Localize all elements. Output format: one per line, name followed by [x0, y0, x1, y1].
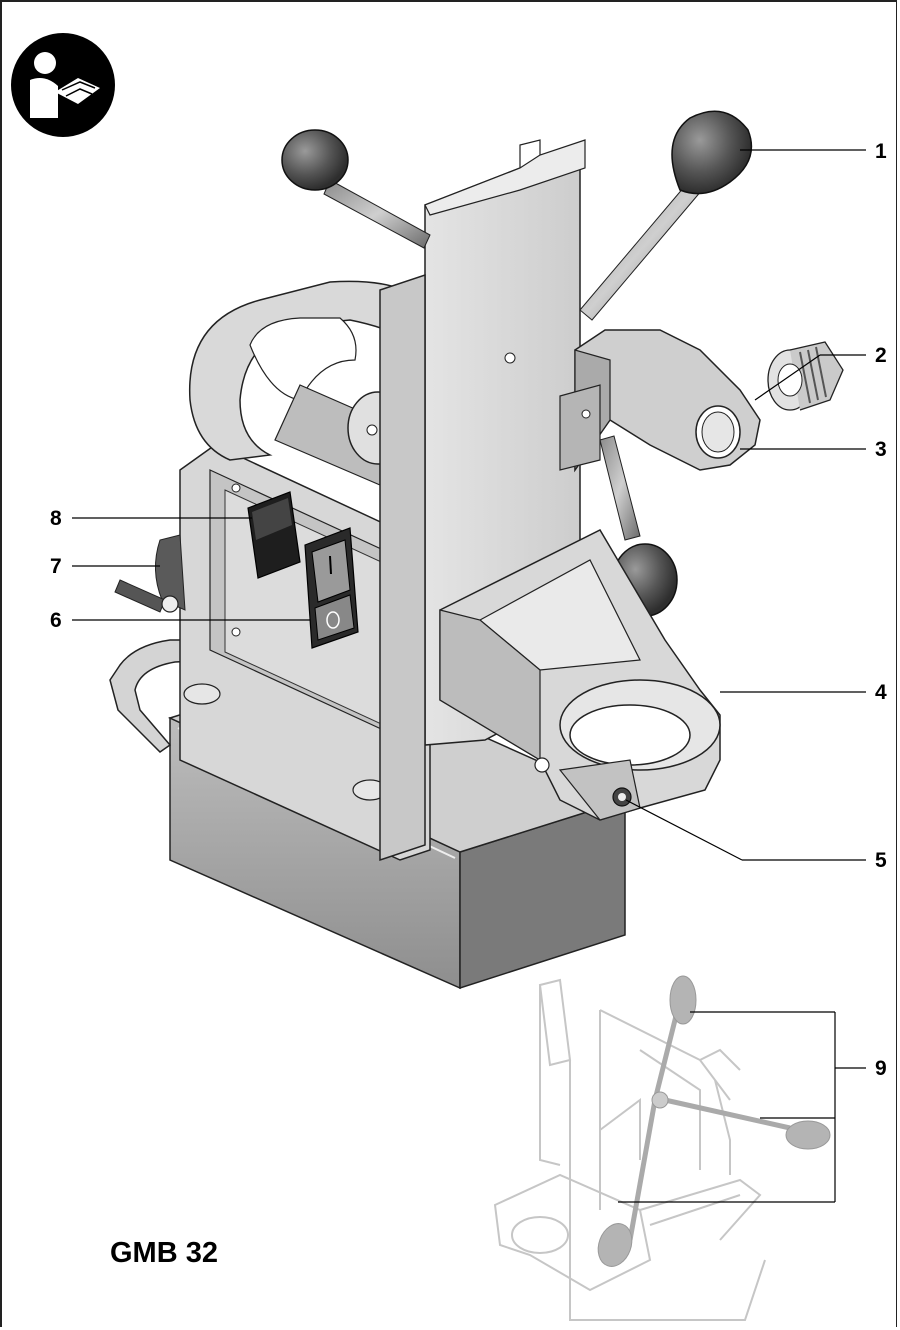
- handle-knob-1: [281, 129, 349, 191]
- read-manual-icon: [11, 33, 115, 137]
- model-label: GMB 32: [110, 1237, 218, 1269]
- base-carry-handle: [109, 639, 216, 753]
- callout-5: 5: [875, 849, 887, 872]
- callout-3: 3: [875, 438, 887, 461]
- feed-handle-rods: [323, 179, 703, 541]
- side-knob-cable: [114, 534, 186, 613]
- leader-lines: [72, 149, 866, 1203]
- drill-holder-carriage: [559, 329, 761, 473]
- on-off-switch: [304, 527, 359, 649]
- callout-2: 2: [875, 344, 887, 367]
- handle-knob-2: [671, 110, 753, 195]
- callout-8: 8: [50, 507, 62, 530]
- callout-1: 1: [875, 140, 887, 163]
- callout-4: 4: [875, 681, 887, 704]
- clamp-screw: [612, 787, 632, 807]
- callout-6: 6: [50, 609, 62, 632]
- magnet-switch: [247, 491, 301, 579]
- threaded-adapter: [767, 341, 844, 411]
- callout-7: 7: [50, 555, 62, 578]
- inset-illustration: [493, 978, 766, 1321]
- drill-holder-ring: [439, 529, 721, 821]
- inset-handles: [597, 975, 831, 1267]
- callout-9: 9: [875, 1057, 887, 1080]
